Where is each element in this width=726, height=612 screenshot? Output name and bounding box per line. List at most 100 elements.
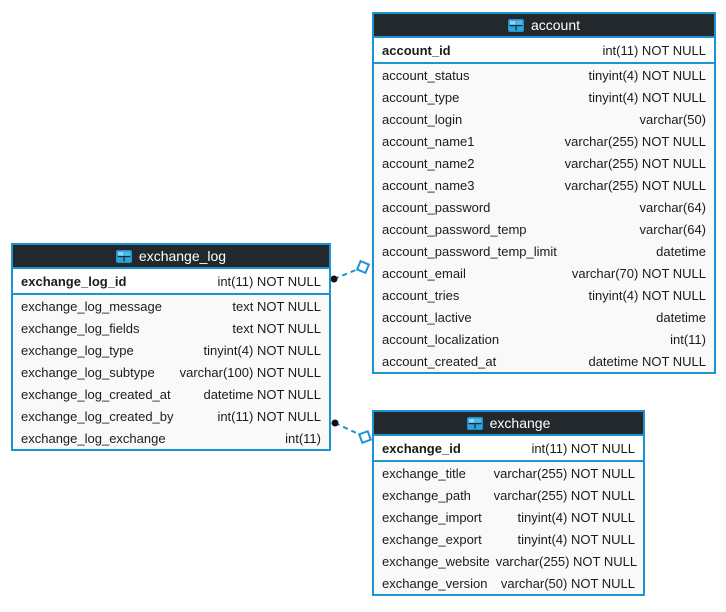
table-row[interactable]: account_email varchar(70) NOT NULL (374, 262, 714, 284)
column-type: int(11) NOT NULL (602, 42, 706, 58)
column-name: exchange_import (382, 509, 482, 525)
table-row[interactable]: account_name1 varchar(255) NOT NULL (374, 130, 714, 152)
column-name: exchange_log_subtype (21, 364, 155, 380)
table-row[interactable]: account_name3 varchar(255) NOT NULL (374, 174, 714, 196)
relationship-source-dot (331, 419, 339, 427)
column-name: account_localization (382, 331, 500, 347)
table-icon (115, 249, 132, 263)
table-row[interactable]: account_lactive datetime (374, 306, 714, 328)
column-name: exchange_website (382, 553, 490, 569)
column-type: varchar(255) NOT NULL (564, 177, 706, 193)
column-type: varchar(255) NOT NULL (495, 553, 638, 569)
db-table-header[interactable]: exchange_log (13, 245, 329, 269)
relationship-exchange_log-account[interactable] (330, 259, 371, 283)
column-name: account_created_at (382, 353, 497, 369)
table-row[interactable]: account_password_temp varchar(64) (374, 218, 714, 240)
column-type: tinyint(4) NOT NULL (588, 287, 706, 303)
primary-key-row[interactable]: exchange_log_id int(11) NOT NULL (13, 269, 329, 295)
column-type: tinyint(4) NOT NULL (203, 342, 321, 358)
table-row[interactable]: exchange_export tinyint(4) NOT NULL (374, 528, 643, 550)
column-type: tinyint(4) NOT NULL (588, 67, 706, 83)
column-type: int(11) (285, 430, 321, 446)
table-row[interactable]: exchange_log_subtype varchar(100) NOT NU… (13, 361, 329, 383)
column-name: account_login (382, 111, 463, 127)
column-name: exchange_version (382, 575, 488, 591)
db-table-header[interactable]: exchange (374, 412, 643, 436)
column-name: exchange_title (382, 465, 466, 481)
column-type: text NOT NULL (232, 320, 321, 336)
column-name: exchange_log_id (21, 273, 127, 289)
table-title: exchange (489, 415, 551, 431)
column-type: tinyint(4) NOT NULL (588, 89, 706, 105)
table-columns: account_status tinyint(4) NOT NULL accou… (374, 64, 714, 372)
table-row[interactable]: exchange_title varchar(255) NOT NULL (374, 462, 643, 484)
column-type: varchar(100) NOT NULL (179, 364, 321, 380)
relationship-target-diamond (357, 429, 373, 445)
table-columns: exchange_title varchar(255) NOT NULL exc… (374, 462, 643, 594)
column-type: datetime (656, 243, 706, 259)
table-icon (507, 18, 524, 32)
column-name: account_name2 (382, 155, 475, 171)
table-row[interactable]: account_password_temp_limit datetime (374, 240, 714, 262)
table-row[interactable]: account_status tinyint(4) NOT NULL (374, 64, 714, 86)
relationship-source-dot (330, 275, 338, 283)
column-name: exchange_log_fields (21, 320, 140, 336)
table-row[interactable]: exchange_path varchar(255) NOT NULL (374, 484, 643, 506)
column-type: datetime (656, 309, 706, 325)
table-row[interactable]: exchange_log_type tinyint(4) NOT NULL (13, 339, 329, 361)
table-row[interactable]: account_login varchar(50) (374, 108, 714, 130)
table-row[interactable]: exchange_log_exchange int(11) (13, 427, 329, 449)
column-type: varchar(64) (639, 221, 706, 237)
relationship-target-diamond (355, 259, 371, 275)
column-type: varchar(50) (639, 111, 706, 127)
column-name: account_email (382, 265, 466, 281)
column-name: account_type (382, 89, 460, 105)
column-type: varchar(255) NOT NULL (493, 487, 635, 503)
column-name: exchange_log_created_by (21, 408, 174, 424)
column-name: account_lactive (382, 309, 472, 325)
column-name: exchange_log_message (21, 298, 162, 314)
table-row[interactable]: account_localization int(11) (374, 328, 714, 350)
table-row[interactable]: exchange_version varchar(50) NOT NULL (374, 572, 643, 594)
db-table-header[interactable]: account (374, 14, 714, 38)
db-table-exchange_log[interactable]: exchange_log exchange_log_id int(11) NOT… (11, 243, 331, 451)
table-row[interactable]: account_password varchar(64) (374, 196, 714, 218)
primary-key-row[interactable]: exchange_id int(11) NOT NULL (374, 436, 643, 462)
table-row[interactable]: exchange_log_created_by int(11) NOT NULL (13, 405, 329, 427)
relationship-exchange_log-exchange[interactable] (331, 419, 373, 445)
table-row[interactable]: account_name2 varchar(255) NOT NULL (374, 152, 714, 174)
db-table-account[interactable]: account account_id int(11) NOT NULL acco… (372, 12, 716, 374)
column-type: datetime NOT NULL (203, 386, 321, 402)
table-row[interactable]: account_tries tinyint(4) NOT NULL (374, 284, 714, 306)
column-type: text NOT NULL (232, 298, 321, 314)
column-name: exchange_log_exchange (21, 430, 166, 446)
column-type: varchar(255) NOT NULL (564, 155, 706, 171)
table-row[interactable]: account_type tinyint(4) NOT NULL (374, 86, 714, 108)
column-type: varchar(255) NOT NULL (493, 465, 635, 481)
column-name: account_tries (382, 287, 460, 303)
table-row[interactable]: exchange_log_created_at datetime NOT NUL… (13, 383, 329, 405)
column-type: varchar(64) (639, 199, 706, 215)
column-name: exchange_id (382, 440, 461, 456)
table-columns: exchange_log_message text NOT NULL excha… (13, 295, 329, 449)
table-row[interactable]: exchange_log_fields text NOT NULL (13, 317, 329, 339)
db-table-exchange[interactable]: exchange exchange_id int(11) NOT NULL ex… (372, 410, 645, 596)
table-row[interactable]: exchange_log_message text NOT NULL (13, 295, 329, 317)
column-type: int(11) NOT NULL (217, 273, 321, 289)
column-type: tinyint(4) NOT NULL (517, 509, 635, 525)
table-row[interactable]: exchange_website varchar(255) NOT NULL (374, 550, 643, 572)
column-name: exchange_log_type (21, 342, 134, 358)
table-row[interactable]: exchange_import tinyint(4) NOT NULL (374, 506, 643, 528)
column-name: account_password_temp_limit (382, 243, 557, 259)
column-type: varchar(70) NOT NULL (571, 265, 706, 281)
table-title: exchange_log (138, 248, 227, 264)
primary-key-row[interactable]: account_id int(11) NOT NULL (374, 38, 714, 64)
column-name: exchange_path (382, 487, 471, 503)
table-icon (466, 416, 483, 430)
column-name: account_password (382, 199, 491, 215)
column-name: exchange_export (382, 531, 482, 547)
column-name: account_status (382, 67, 470, 83)
table-row[interactable]: account_created_at datetime NOT NULL (374, 350, 714, 372)
column-name: exchange_log_created_at (21, 386, 171, 402)
